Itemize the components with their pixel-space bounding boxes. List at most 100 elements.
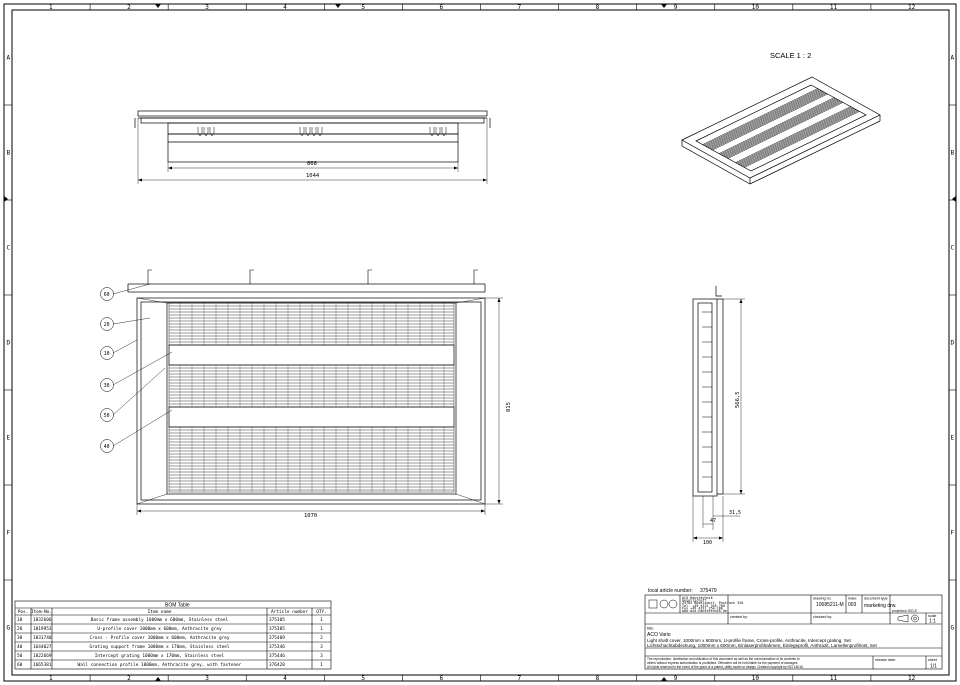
title-block	[644, 594, 943, 670]
top-view	[134, 110, 491, 184]
bom-cell: 3	[320, 653, 323, 659]
bom-cell: 1	[320, 617, 323, 623]
bom-cell: Cross - Profile cover 1000mm x 600mm, An…	[89, 635, 229, 641]
zone-row-label: F	[7, 530, 11, 537]
zone-col-label: 9	[674, 4, 678, 11]
zone-row-label: D	[7, 340, 11, 347]
zone-row-label: A	[7, 55, 11, 62]
projection-label: projection ISO-E	[892, 609, 918, 613]
bom-cell: 40	[17, 644, 23, 650]
dim-side-height: 566,5	[735, 391, 741, 408]
bom-cell: 376420	[269, 662, 285, 668]
bom-cell: 10	[17, 617, 23, 623]
side-view	[692, 286, 745, 542]
bom-cell: 375305	[269, 617, 285, 623]
release-label: release date:	[875, 658, 896, 662]
bom-cell: 50	[17, 653, 23, 659]
legal-1: The reproduction, distribution and utili…	[647, 657, 800, 661]
zone-col-label: 8	[596, 4, 600, 11]
bom-cell: 375446	[269, 653, 285, 659]
dim-side-47: 47	[710, 518, 716, 524]
zone-row-label: B	[951, 150, 955, 157]
company-line: 24782 Büdelsdorf, Postfach 320	[682, 601, 743, 605]
zone-col-label: 1	[49, 4, 53, 11]
drawing-no: 10685211-M	[816, 602, 844, 608]
created-by-label: created by:	[730, 615, 748, 619]
zone-col-label: 12	[908, 675, 916, 682]
checked-by-label: checked by:	[813, 615, 832, 619]
zone-col-label: 4	[283, 4, 287, 11]
zone-row-label: F	[951, 530, 955, 537]
bom-cell: Basic frame assembly 1000mm x 600mm, Sta…	[91, 617, 229, 623]
title-main: ACO Vario	[647, 632, 671, 638]
zone-col-label: 7	[518, 675, 522, 682]
bom-cell: Grating support frame 1000mm x 170mm, St…	[89, 644, 229, 650]
zone-col-label: 7	[518, 4, 522, 11]
zone-col-label: 11	[830, 4, 838, 11]
zone-row-label: C	[7, 245, 11, 252]
bom-cell: 3	[320, 644, 323, 650]
zone-col-label: 1	[49, 675, 53, 682]
zone-row-label: G	[7, 625, 11, 632]
dim-front-width: 1070	[304, 513, 317, 519]
zone-row-label: E	[951, 435, 955, 442]
company-line: www.aco-haustechnik.de	[682, 609, 727, 613]
zone-col-label: 6	[439, 675, 443, 682]
dim-front-height: 815	[506, 402, 512, 412]
bom-cell: Item name	[148, 609, 172, 615]
doc-type-label: document type	[864, 597, 888, 601]
zone-col-label: 8	[596, 675, 600, 682]
zone-col-label: 10	[752, 4, 760, 11]
desc-de: Lichtschachtabdeckung, 1000mm x 600mm, E…	[647, 643, 878, 648]
bom-cell: Pos.	[18, 609, 29, 615]
zone-col-label: 9	[674, 675, 678, 682]
bom-title: BOM Table	[165, 603, 190, 609]
bom-cell: 1819953	[33, 626, 52, 632]
bom-cell: Article number	[271, 609, 308, 615]
zone-row-label: A	[951, 55, 955, 62]
bom-cell: 375346	[269, 644, 285, 650]
local-article-value: 375479	[700, 588, 717, 594]
drawing-no-label: drawing no.	[813, 597, 832, 601]
bom-cell: 1822669	[33, 653, 52, 659]
legal-2: others without express authorization is …	[647, 661, 798, 665]
sheet-label: sheet	[928, 658, 937, 662]
bom-table	[14, 600, 332, 670]
company-line: Tel. +49 4331 354-700	[682, 604, 725, 608]
balloon-label: 20	[104, 322, 110, 328]
zone-col-label: 2	[127, 675, 131, 682]
doc-type: marketing drw.	[864, 603, 897, 609]
zone-col-label: 3	[205, 675, 209, 682]
zone-row-label: G	[951, 625, 955, 632]
dim-side-315: 31,5	[729, 510, 741, 516]
bom-cell: Wall connection profile 1000mm, Anthraci…	[78, 662, 242, 668]
sheet-value: 1/1	[930, 664, 937, 670]
bom-cell: U-profile cover 1000mm x 600mm, Anthraci…	[97, 626, 222, 632]
title-label: title:	[647, 627, 654, 631]
bom-cell: 375409	[269, 635, 285, 641]
bom-cell: 1	[320, 662, 323, 668]
zone-col-label: 11	[830, 675, 838, 682]
bom-cell: 1831740	[33, 635, 52, 641]
balloon-label: 50	[104, 413, 110, 419]
dim-side-100: 100	[703, 540, 712, 546]
zone-col-label: 10	[752, 675, 760, 682]
zone-col-label: 2	[127, 4, 131, 11]
zone-col-label: 5	[361, 675, 365, 682]
dim-top-overall: 1044	[306, 173, 320, 179]
bom-cell: 375385	[269, 626, 285, 632]
bom-cell: Intercept grating 1000mm x 170mm, Stainl…	[95, 653, 225, 659]
scale-value-tb: 1:1	[929, 619, 936, 625]
local-article-label: local article number:	[648, 588, 693, 594]
zone-col-label: 5	[361, 4, 365, 11]
balloon-label: 30	[104, 383, 110, 389]
zone-col-label: 6	[439, 4, 443, 11]
bom-cell: 1	[320, 626, 323, 632]
bom-cell: Item-No.	[31, 609, 52, 615]
bom-cell: 2	[320, 635, 323, 641]
bom-cell: 30	[17, 635, 23, 641]
isometric-view	[681, 76, 881, 185]
